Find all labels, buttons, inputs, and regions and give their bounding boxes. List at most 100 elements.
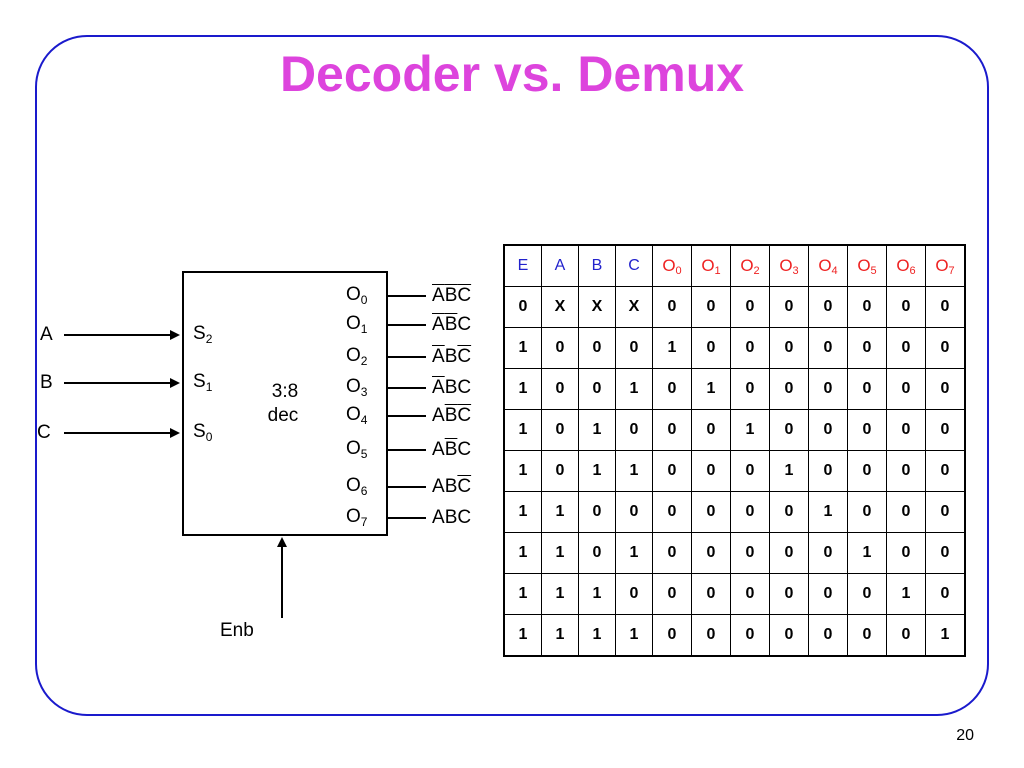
table-cell: 0 xyxy=(886,491,926,533)
table-cell: 1 xyxy=(578,450,616,492)
table-cell: 1 xyxy=(541,491,579,533)
table-cell: 0 xyxy=(925,409,966,451)
minterm-o2: ABC xyxy=(432,346,472,367)
table-cell: 0 xyxy=(652,573,692,615)
output-line-o5 xyxy=(388,449,426,451)
output-pin-o3: O3 xyxy=(346,376,368,399)
table-cell: 1 xyxy=(503,409,542,451)
table-cell: 0 xyxy=(925,491,966,533)
header-o3: O3 xyxy=(769,244,809,287)
table-cell: 0 xyxy=(925,327,966,369)
output-pin-o0: O0 xyxy=(346,284,368,307)
table-cell: 0 xyxy=(652,368,692,410)
table-cell: 0 xyxy=(925,573,966,615)
table-cell: 1 xyxy=(541,573,579,615)
table-cell: 0 xyxy=(769,327,809,369)
table-cell: 0 xyxy=(691,450,731,492)
input-arrowhead-b xyxy=(170,378,180,388)
table-cell: 0 xyxy=(769,614,809,657)
table-cell: 0 xyxy=(652,409,692,451)
minterm-o1: ABC xyxy=(432,314,472,335)
output-line-o3 xyxy=(388,387,426,389)
table-cell: 0 xyxy=(808,450,848,492)
header-o1: O1 xyxy=(691,244,731,287)
table-cell: 0 xyxy=(730,450,770,492)
table-cell: X xyxy=(578,286,616,328)
table-cell: 0 xyxy=(847,327,887,369)
table-cell: 0 xyxy=(691,409,731,451)
table-cell: 0 xyxy=(769,286,809,328)
table-cell: 0 xyxy=(730,532,770,574)
table-cell: 0 xyxy=(615,491,653,533)
table-cell: 0 xyxy=(730,614,770,657)
decoder-block xyxy=(182,271,388,536)
header-c: C xyxy=(615,244,653,287)
table-cell: 0 xyxy=(847,286,887,328)
table-cell: 0 xyxy=(769,573,809,615)
table-cell: X xyxy=(615,286,653,328)
table-cell: 0 xyxy=(847,573,887,615)
table-cell: 0 xyxy=(925,450,966,492)
table-cell: 0 xyxy=(541,368,579,410)
header-o0: O0 xyxy=(652,244,692,287)
output-line-o6 xyxy=(388,486,426,488)
header-b: B xyxy=(578,244,616,287)
input-signal-c: C xyxy=(37,422,51,443)
header-o7: O7 xyxy=(925,244,966,287)
header-o6: O6 xyxy=(886,244,926,287)
header-o2: O2 xyxy=(730,244,770,287)
table-cell: 0 xyxy=(925,368,966,410)
table-cell: 0 xyxy=(847,409,887,451)
table-cell: 0 xyxy=(578,532,616,574)
header-a: A xyxy=(541,244,579,287)
table-cell: 1 xyxy=(730,409,770,451)
header-o5: O5 xyxy=(847,244,887,287)
output-pin-o2: O2 xyxy=(346,345,368,368)
table-cell: 1 xyxy=(541,532,579,574)
table-cell: 1 xyxy=(503,450,542,492)
table-cell: 0 xyxy=(541,450,579,492)
table-cell: 0 xyxy=(691,491,731,533)
output-line-o2 xyxy=(388,356,426,358)
table-cell: 0 xyxy=(615,409,653,451)
output-line-o4 xyxy=(388,415,426,417)
table-cell: 0 xyxy=(886,532,926,574)
table-cell: 0 xyxy=(730,491,770,533)
table-cell: 1 xyxy=(615,614,653,657)
minterm-o0: ABC xyxy=(432,285,472,306)
output-pin-o1: O1 xyxy=(346,313,368,336)
output-pin-o6: O6 xyxy=(346,475,368,498)
table-cell: 0 xyxy=(730,327,770,369)
table-cell: 0 xyxy=(808,573,848,615)
table-cell: 0 xyxy=(691,327,731,369)
table-cell: 0 xyxy=(652,286,692,328)
minterm-o6: ABC xyxy=(432,476,472,497)
table-cell: 1 xyxy=(615,450,653,492)
slide-title: Decoder vs. Demux xyxy=(279,46,745,102)
select-pin-s0: S0 xyxy=(193,421,213,444)
table-cell: 1 xyxy=(808,491,848,533)
table-cell: 0 xyxy=(615,327,653,369)
table-cell: 0 xyxy=(808,409,848,451)
table-cell: 0 xyxy=(691,286,731,328)
table-cell: 1 xyxy=(503,327,542,369)
enable-arrowhead xyxy=(277,537,287,547)
table-cell: 1 xyxy=(615,368,653,410)
table-cell: 0 xyxy=(652,450,692,492)
table-cell: 1 xyxy=(615,532,653,574)
output-line-o1 xyxy=(388,324,426,326)
table-cell: 1 xyxy=(578,409,616,451)
decoder-label-type: dec xyxy=(267,405,299,426)
table-cell: 1 xyxy=(578,573,616,615)
table-cell: 0 xyxy=(730,573,770,615)
table-cell: 1 xyxy=(503,573,542,615)
select-pin-s1: S1 xyxy=(193,371,213,394)
table-cell: 0 xyxy=(691,532,731,574)
